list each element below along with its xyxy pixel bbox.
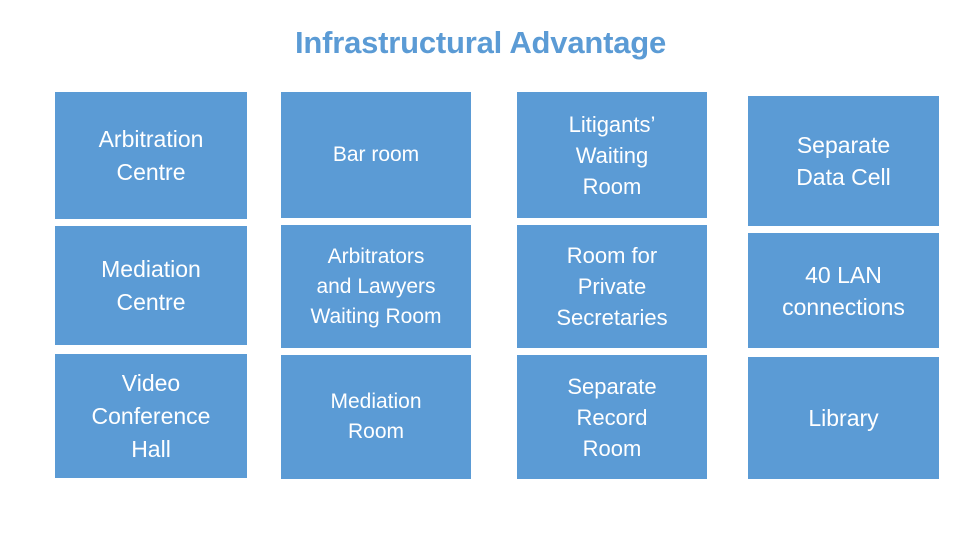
grid-cell-label: Video Conference Hall (91, 369, 211, 462)
grid-cell-label: Separate Record Room (567, 373, 657, 461)
grid-cell-label: Arbitrators and Lawyers Waiting Room (310, 244, 442, 328)
grid-cell-40-lan-connections[interactable]: 40 LAN connections (748, 233, 939, 348)
grid-cell-mediation-room[interactable]: Mediation Room (281, 355, 471, 479)
grid-cell-arbitration-centre[interactable]: Arbitration Centre (55, 92, 247, 219)
page-title: Infrastructural Advantage (294, 25, 667, 60)
grid-cell-label: Separate Data Cell (796, 132, 891, 190)
grid-cell-label: Room for Private Secretaries (556, 243, 668, 330)
grid-cell-video-conference-hall[interactable]: Video Conference Hall (55, 354, 247, 478)
grid-cell-arbitrators-and-lawyers-waiting-room[interactable]: Arbitrators and Lawyers Waiting Room (281, 225, 471, 348)
grid-cell-litigants-waiting-room[interactable]: Litigants’ Waiting Room (517, 92, 707, 218)
grid-cell-label: Mediation Centre (101, 255, 201, 315)
grid-cell-label: Mediation Room (330, 390, 422, 443)
grid-cell-label: Arbitration Centre (98, 125, 204, 185)
grid-cell-bar-room[interactable]: Bar room (281, 92, 471, 218)
grid-cell-separate-data-cell[interactable]: Separate Data Cell (748, 96, 939, 226)
grid-cell-mediation-centre[interactable]: Mediation Centre (55, 226, 247, 345)
grid-cell-library[interactable]: Library (748, 357, 939, 479)
grid-cell-label: Litigants’ Waiting Room (568, 111, 656, 199)
grid-cell-room-for-private-secretaries[interactable]: Room for Private Secretaries (517, 225, 707, 348)
grid-cell-label: 40 LAN connections (782, 261, 905, 320)
grid-cell-label: Bar room (332, 143, 420, 166)
grid-cell-label: Library (808, 405, 879, 431)
grid-cell-separate-record-room[interactable]: Separate Record Room (517, 355, 707, 479)
